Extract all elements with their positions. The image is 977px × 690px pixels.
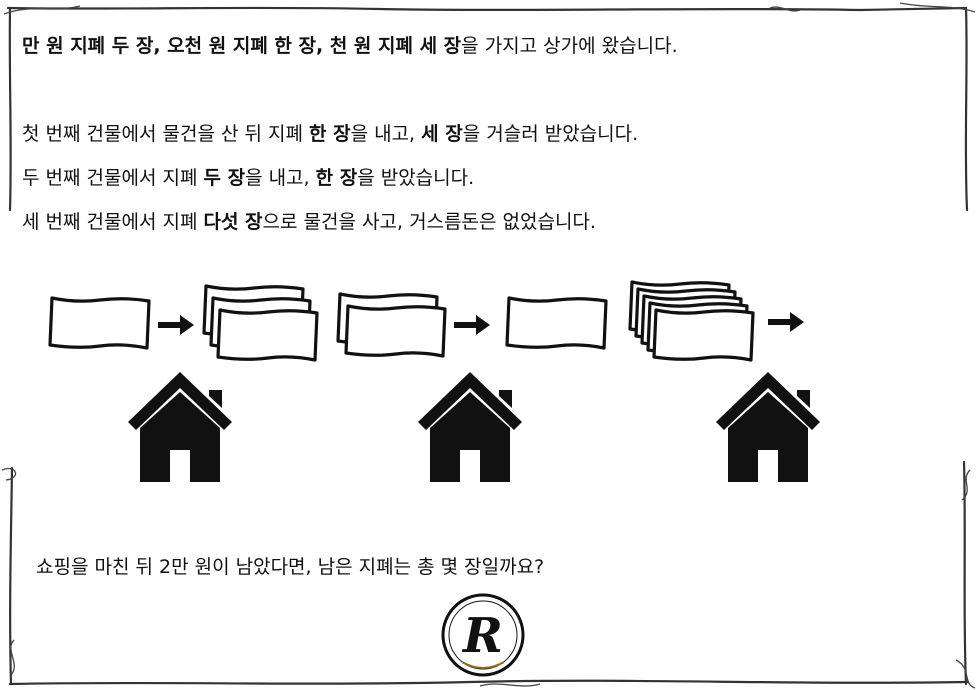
step2-text-b: 을 내고, xyxy=(245,167,316,189)
intro-line: 만 원 지폐 두 장, 오천 원 지폐 한 장, 천 원 지폐 세 장을 가지고… xyxy=(22,34,678,58)
step1-text-b: 을 내고, xyxy=(350,123,422,145)
step1-text-c: 을 거슬러 받았습니다. xyxy=(462,123,639,145)
bill-icon xyxy=(48,296,151,350)
arrow-right-icon xyxy=(454,315,490,335)
house-icon xyxy=(716,372,820,482)
step3-text-b: 으로 물건을 사고, 거스름돈은 없었습니다. xyxy=(262,211,596,233)
house-icon xyxy=(128,372,232,482)
step3-bold: 다섯 장 xyxy=(203,211,263,233)
house-icon xyxy=(418,372,522,482)
step2-bold-a: 두 장 xyxy=(203,167,246,189)
bill-icon xyxy=(344,304,447,358)
bill-icon xyxy=(216,308,319,362)
step1-line: 첫 번째 건물에서 물건을 산 뒤 지폐 한 장을 내고, 세 장을 거슬러 받… xyxy=(22,122,638,146)
step1-text-a: 첫 번째 건물에서 물건을 산 뒤 지폐 xyxy=(22,123,309,145)
step1-bold-b: 세 장 xyxy=(421,123,463,145)
bill-icon xyxy=(652,308,755,362)
arrow-right-icon xyxy=(158,315,194,335)
step2-line: 두 번째 건물에서 지폐 두 장을 내고, 한 장을 받았습니다. xyxy=(22,166,474,190)
question-text: 쇼핑을 마친 뒤 2만 원이 남았다면, 남은 지폐는 총 몇 장일까요? xyxy=(36,556,545,578)
arrow-right-icon xyxy=(768,312,804,332)
step1-bold-a: 한 장 xyxy=(309,123,351,145)
step3-line: 세 번째 건물에서 지폐 다섯 장으로 물건을 사고, 거스름돈은 없었습니다. xyxy=(22,210,596,234)
bill-icon xyxy=(505,296,608,350)
logo-letter: R xyxy=(461,608,503,664)
logo-seal-icon: R xyxy=(441,593,525,677)
step3-text-a: 세 번째 건물에서 지폐 xyxy=(22,211,204,233)
step2-bold-b: 한 장 xyxy=(315,167,358,189)
step2-text-c: 을 받았습니다. xyxy=(357,167,475,189)
step2-text-a: 두 번째 건물에서 지폐 xyxy=(22,167,204,189)
intro-text: 을 가지고 상가에 왔습니다. xyxy=(461,35,678,57)
intro-bold-text: 만 원 지폐 두 장, 오천 원 지폐 한 장, 천 원 지폐 세 장 xyxy=(22,35,462,57)
